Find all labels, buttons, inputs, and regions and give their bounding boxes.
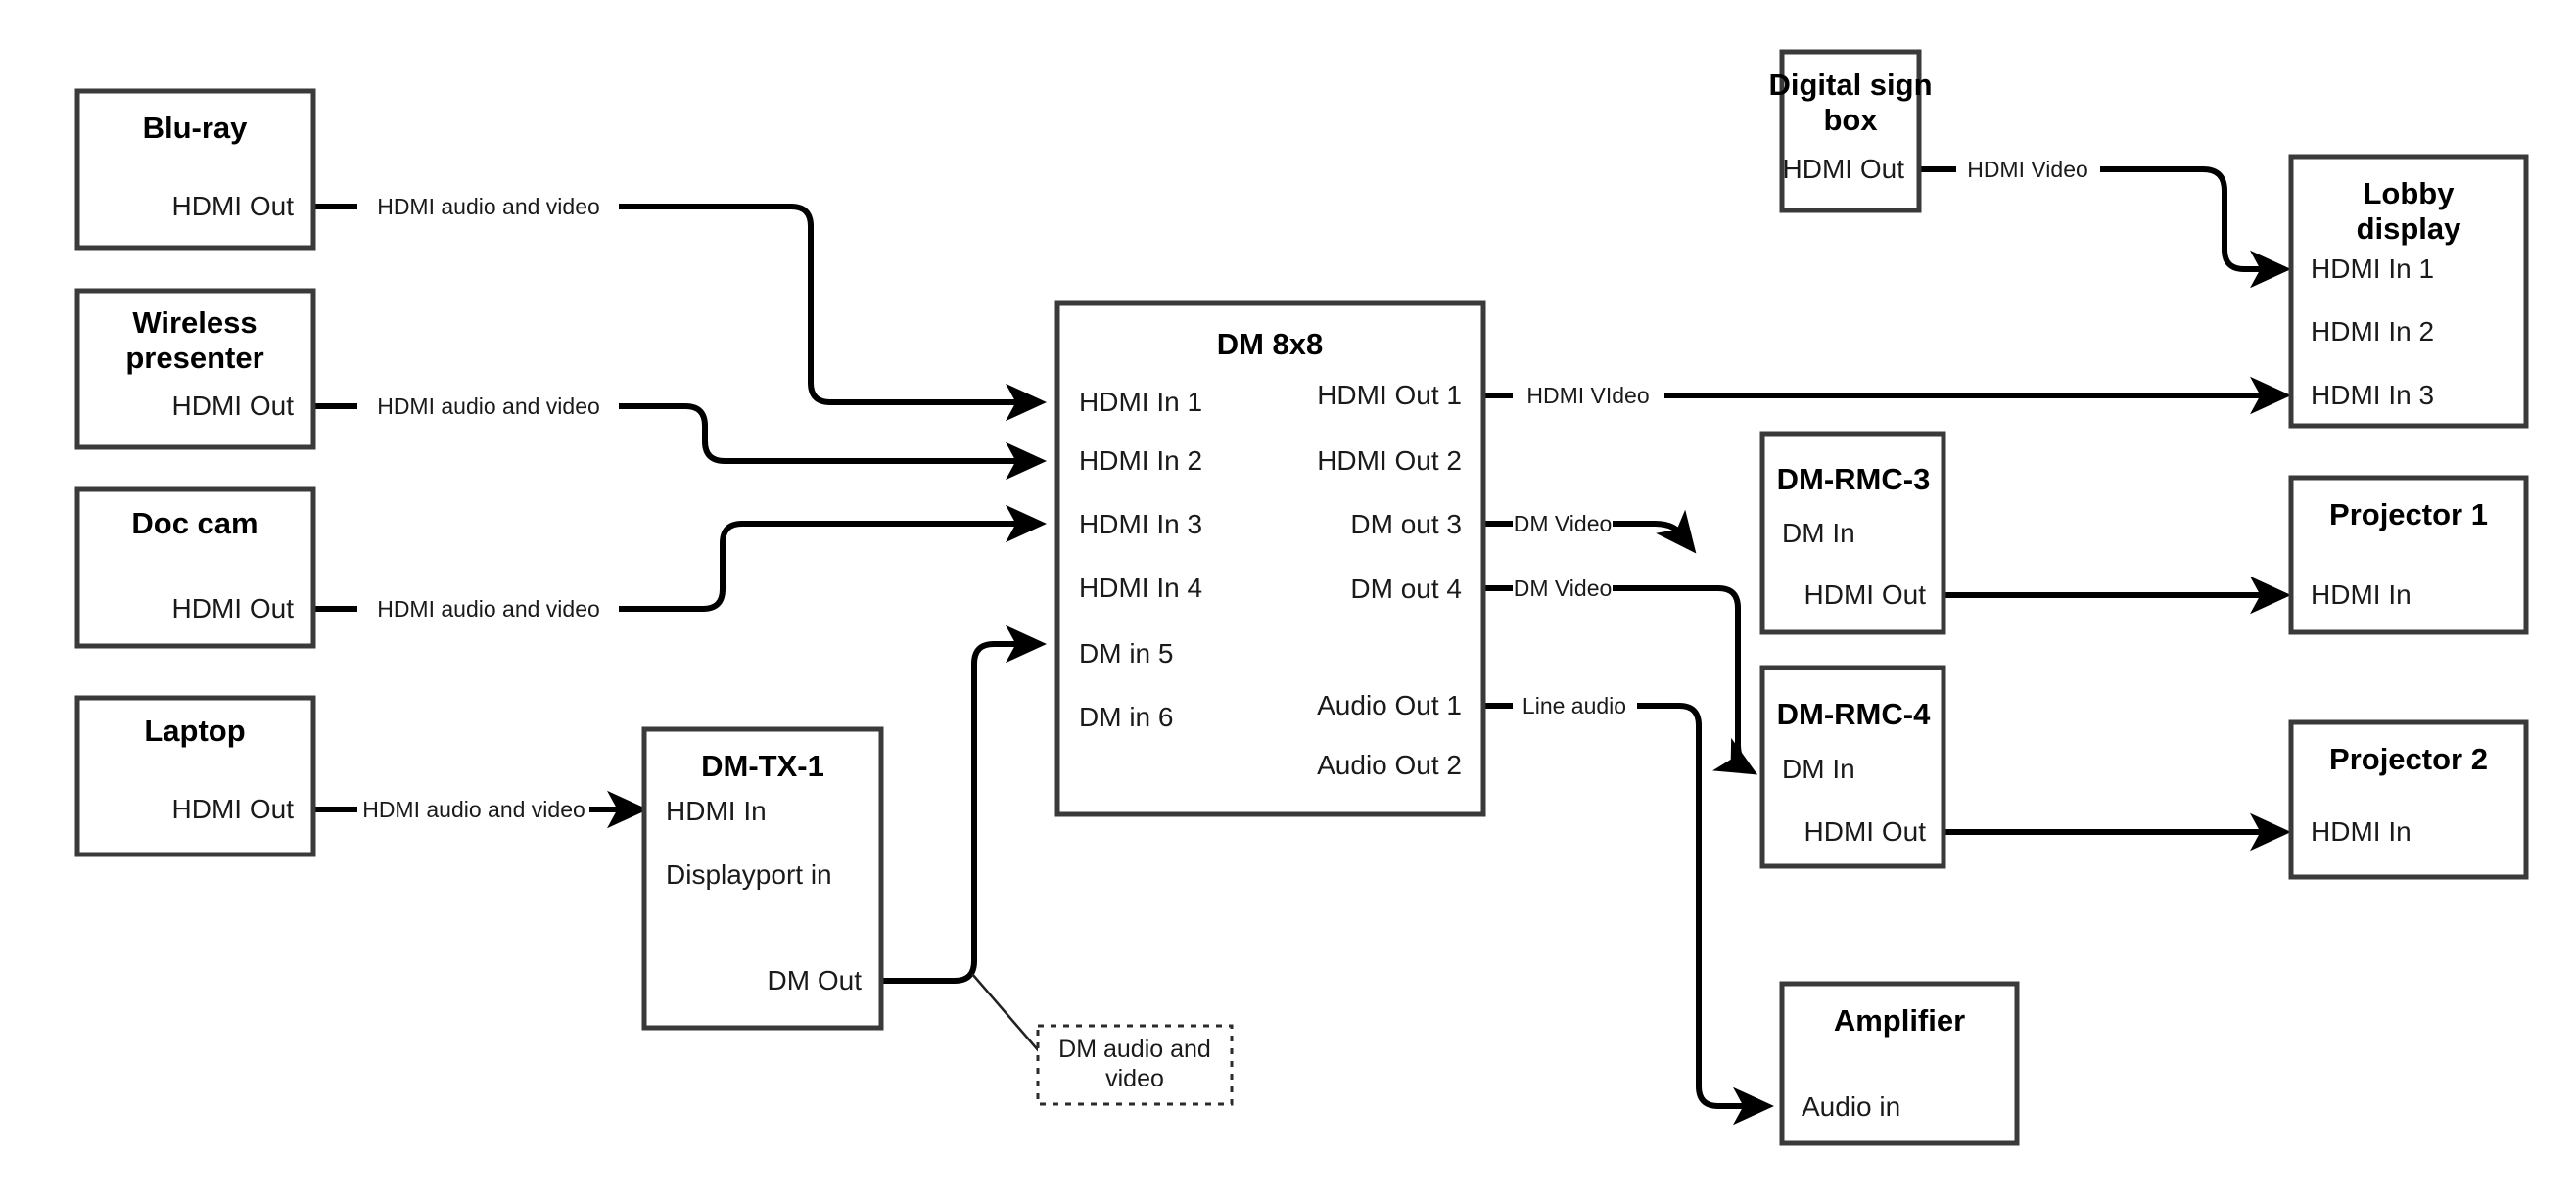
dm-rmc-3-title: DM-RMC-3 [1777, 462, 1931, 496]
lobby-display-title-line2: display [2357, 211, 2462, 246]
dm-8x8-input-dm-in-6: DM in 6 [1079, 702, 1173, 732]
amplifier-title: Amplifier [1834, 1003, 1965, 1038]
lobby-display-port-hdmi-in-2: HDMI In 2 [2311, 316, 2434, 346]
dm-tx-1-box[interactable] [641, 726, 884, 1031]
dm-tx-1-port-displayport-in: Displayport in [666, 859, 832, 890]
wireless-presenter-box[interactable] [74, 288, 316, 450]
wire-bluray-to-dm8x8 [313, 204, 1047, 422]
callout-text-line2: video [1105, 1065, 1164, 1092]
lobby-display-port-hdmi-in-3: HDMI In 3 [2311, 380, 2434, 410]
dm-rmc-4-port-hdmi-out: HDMI Out [1804, 816, 1927, 847]
node-doc-cam[interactable]: Doc cam HDMI Out [74, 486, 316, 649]
node-lobby-display[interactable]: Lobby display HDMI In 1 HDMI In 2 HDMI I… [2288, 154, 2529, 429]
projector-2-title: Projector 2 [2329, 742, 2488, 776]
dm-8x8-output-dm-out-3: DM out 3 [1350, 509, 1462, 539]
wire-dmtx1-to-dm8x8 [881, 624, 1047, 1053]
wire-dm8x8-out3-to-rmc3 [1483, 509, 1697, 554]
dm-rmc-4-box[interactable] [1759, 665, 1946, 869]
digital-sign-box-title-line2: box [1823, 103, 1878, 137]
dm-8x8-input-hdmi-in-3: HDMI In 3 [1079, 509, 1202, 539]
digital-sign-box[interactable] [1779, 49, 1922, 213]
wire-doccam-to-dm8x8 [313, 504, 1047, 612]
dm-8x8-output-audio-out-2: Audio Out 2 [1317, 750, 1462, 780]
dm-8x8-input-hdmi-in-1: HDMI In 1 [1079, 387, 1202, 417]
node-projector-2[interactable]: Projector 2 HDMI In [2288, 719, 2529, 880]
wire-dm8x8-out4-to-rmc4 [1483, 585, 1758, 775]
callout-dm-audio-and-video: DM audio and video [1036, 1024, 1234, 1106]
node-laptop[interactable]: Laptop HDMI Out [74, 695, 316, 857]
wireless-presenter-port-hdmi-out: HDMI Out [172, 391, 295, 421]
lobby-display-box[interactable] [2288, 154, 2529, 429]
bluray-box[interactable] [74, 88, 316, 251]
edge-label-dm8x8-out4-to-rmc4: DM Video [1514, 576, 1613, 601]
lobby-display-port-hdmi-in-1: HDMI In 1 [2311, 254, 2434, 284]
wire-wireless-to-dm8x8 [313, 403, 1047, 481]
laptop-box[interactable] [74, 695, 316, 857]
projector-2-port-hdmi-in: HDMI In [2311, 816, 2412, 847]
dm-8x8-output-hdmi-out-1: HDMI Out 1 [1317, 380, 1462, 410]
edge-labels: HDMI audio and video HDMI audio and vide… [362, 157, 2088, 822]
dm-8x8-title: DM 8x8 [1217, 327, 1324, 361]
projector-1-box[interactable] [2288, 475, 2529, 635]
amplifier-port-audio-in: Audio in [1802, 1091, 1900, 1122]
node-digital-sign-box[interactable]: Digital sign box HDMI Out [1768, 49, 1933, 213]
node-dm-tx-1[interactable]: DM-TX-1 HDMI In Displayport in DM Out [641, 726, 884, 1031]
edge-label-dm8x8-out1-to-lobby: HDMI VIdeo [1526, 383, 1649, 408]
dm-8x8-input-hdmi-in-2: HDMI In 2 [1079, 445, 1202, 476]
callout-text-line1: DM audio and [1058, 1036, 1211, 1063]
node-bluray[interactable]: Blu-ray HDMI Out [74, 88, 316, 251]
dm-rmc-4-title: DM-RMC-4 [1777, 697, 1931, 731]
doc-cam-box[interactable] [74, 486, 316, 649]
edge-label-wireless-to-dm8x8: HDMI audio and video [377, 393, 600, 419]
dm-8x8-input-hdmi-in-4: HDMI In 4 [1079, 573, 1202, 603]
projector-2-box[interactable] [2288, 719, 2529, 880]
node-dm-rmc-3[interactable]: DM-RMC-3 DM In HDMI Out [1759, 431, 1946, 635]
lobby-display-title-line1: Lobby [2364, 176, 2456, 210]
edge-label-bluray-to-dm8x8: HDMI audio and video [377, 194, 600, 219]
amplifier-box[interactable] [1779, 981, 2020, 1146]
doc-cam-title: Doc cam [131, 506, 258, 540]
wire-digitalsign-to-lobby [1919, 166, 2291, 289]
node-dm-8x8[interactable]: DM 8x8 HDMI In 1 HDMI In 2 HDMI In 3 HDM… [1054, 300, 1486, 817]
dm-8x8-output-dm-out-4: DM out 4 [1350, 574, 1462, 604]
projector-1-port-hdmi-in: HDMI In [2311, 579, 2412, 610]
edge-label-digitalsign-to-lobby: HDMI Video [1967, 157, 2088, 182]
digital-sign-box-title-line1: Digital sign [1768, 68, 1932, 102]
dm-rmc-3-box[interactable] [1759, 431, 1946, 635]
bluray-port-hdmi-out: HDMI Out [172, 191, 295, 221]
dm-tx-1-port-hdmi-in: HDMI In [666, 796, 767, 826]
edge-label-dm8x8-audio1-to-amp: Line audio [1522, 693, 1626, 718]
dm-tx-1-title: DM-TX-1 [701, 749, 824, 783]
projector-1-title: Projector 1 [2329, 497, 2488, 531]
edge-label-dm8x8-out3-to-rmc3: DM Video [1514, 511, 1613, 536]
dm-rmc-3-port-dm-in: DM In [1782, 518, 1855, 548]
dm-rmc-3-port-hdmi-out: HDMI Out [1804, 579, 1927, 610]
dm-8x8-input-dm-in-5: DM in 5 [1079, 638, 1173, 669]
laptop-port-hdmi-out: HDMI Out [172, 794, 295, 824]
dm-tx-1-port-dm-out: DM Out [768, 965, 863, 995]
wireless-presenter-title-line1: Wireless [132, 305, 257, 340]
callout-box [1036, 1024, 1234, 1106]
dm-8x8-output-audio-out-1: Audio Out 1 [1317, 690, 1462, 720]
wireless-presenter-title-line2: presenter [125, 341, 263, 375]
node-wireless-presenter[interactable]: Wireless presenter HDMI Out [74, 288, 316, 450]
bluray-title: Blu-ray [143, 111, 249, 145]
node-dm-rmc-4[interactable]: DM-RMC-4 DM In HDMI Out [1759, 665, 1946, 869]
edge-label-doccam-to-dm8x8: HDMI audio and video [377, 596, 600, 622]
dm-rmc-4-port-dm-in: DM In [1782, 754, 1855, 784]
doc-cam-port-hdmi-out: HDMI Out [172, 593, 295, 624]
wire-dm8x8-audio1-to-amplifier [1483, 703, 1774, 1126]
node-projector-1[interactable]: Projector 1 HDMI In [2288, 475, 2529, 635]
dm-8x8-box[interactable] [1054, 300, 1486, 817]
digital-sign-box-port-hdmi-out: HDMI Out [1783, 154, 1905, 184]
laptop-title: Laptop [144, 714, 245, 748]
dm-8x8-output-hdmi-out-2: HDMI Out 2 [1317, 445, 1462, 476]
node-amplifier[interactable]: Amplifier Audio in [1779, 981, 2020, 1146]
edge-label-laptop-to-dmtx1: HDMI audio and video [362, 797, 585, 822]
